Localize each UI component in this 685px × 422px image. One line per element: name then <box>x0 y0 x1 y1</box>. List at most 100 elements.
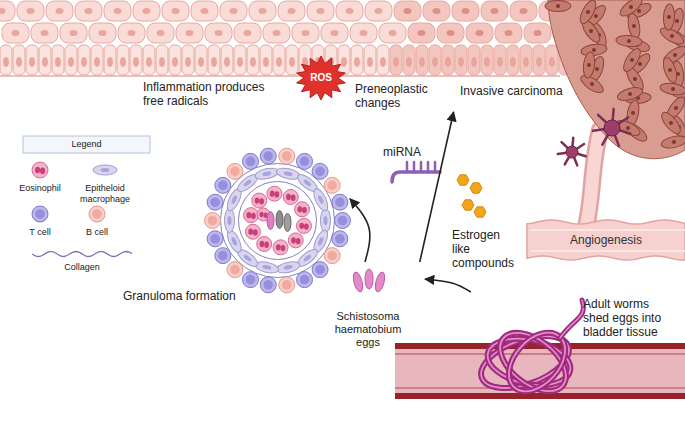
eosinophil-lobe <box>304 223 309 229</box>
tumor-mass <box>545 0 685 159</box>
cell-nucleus <box>406 57 412 67</box>
basal-cell <box>13 45 25 75</box>
tumor-cell <box>663 4 675 31</box>
t-cell-nucleus <box>315 167 325 177</box>
basal-cell <box>234 45 246 75</box>
epithelial-cell <box>205 23 232 43</box>
egg-drawing <box>352 269 387 293</box>
cell-nucleus <box>505 30 513 36</box>
t-cell-nucleus <box>315 265 325 275</box>
t-cell-nucleus <box>338 216 348 226</box>
eosinophil-lobe <box>276 244 281 250</box>
node-text: ROS <box>296 56 346 100</box>
tumor-nucleus <box>638 62 642 66</box>
tumor-vessel <box>585 130 600 232</box>
cell-nucleus <box>107 57 113 67</box>
cell-nucleus <box>172 8 180 14</box>
tumor-nucleus <box>629 5 633 9</box>
cell-nucleus <box>549 57 555 67</box>
tumor-nucleus <box>637 9 641 13</box>
epithelial-cell <box>394 1 421 21</box>
eosinophil-lobe <box>274 191 279 197</box>
epithelial-cell <box>452 1 479 21</box>
cell-body <box>566 146 578 158</box>
macrophage-body <box>225 228 244 254</box>
eosinophil-lobe <box>286 194 291 200</box>
cell-nucleus <box>0 8 6 14</box>
legend-title: Legend <box>23 137 150 152</box>
tumor-cell <box>616 85 644 103</box>
b-cell-nucleus <box>282 280 292 290</box>
t-cell-nucleus <box>335 234 345 244</box>
tumor-cell <box>620 46 643 74</box>
cell-nucleus <box>120 57 126 67</box>
basal-cell <box>78 45 90 75</box>
cell-nucleus <box>289 57 295 67</box>
cell-nucleus <box>68 57 74 67</box>
eosinophil-lobe <box>264 242 269 248</box>
t-cell-nucleus <box>210 197 220 207</box>
tumor-cell <box>545 1 571 12</box>
ros-burst <box>297 56 346 100</box>
basal-cell <box>481 45 493 75</box>
cell-nucleus <box>302 30 310 36</box>
epitheloid-macrophage <box>225 228 244 254</box>
macrophage-body <box>321 209 331 233</box>
tumor-cell <box>617 0 644 19</box>
macrophage-nucleus <box>230 236 238 246</box>
t-cell-nucleus <box>335 197 345 207</box>
epithelial-cell <box>118 23 145 43</box>
cell-nucleus <box>341 57 347 67</box>
basal-cell <box>286 45 298 75</box>
macrophage-body <box>254 260 280 275</box>
cell-nucleus <box>81 57 87 67</box>
eosinophil <box>288 233 303 248</box>
cell-nucleus <box>458 57 464 67</box>
eosinophil <box>273 240 288 255</box>
cell-nucleus <box>418 30 426 36</box>
epithelial-cell <box>249 1 276 21</box>
eosinophil-lobe <box>281 245 286 251</box>
epithelial-cell <box>104 1 131 21</box>
cell-nucleus <box>259 8 267 14</box>
basal-cell <box>455 45 467 75</box>
cell-nucleus <box>534 30 542 36</box>
cell-nucleus <box>29 57 35 67</box>
t-cell <box>335 213 351 229</box>
node-text: Granuloma formation <box>123 289 273 303</box>
cell-nucleus <box>273 30 281 36</box>
basal-cell <box>195 45 207 75</box>
cell-nucleus <box>185 57 191 67</box>
macrophage-body <box>225 209 235 233</box>
cell-nucleus <box>211 57 217 67</box>
epitheloid-macrophage <box>93 165 117 175</box>
cell-nucleus <box>237 57 243 67</box>
epithelial-cell <box>278 1 305 21</box>
eosinophil-lobe <box>259 212 263 217</box>
basal-cell <box>52 45 64 75</box>
collagen-ring <box>221 164 335 278</box>
cell-nucleus <box>497 57 503 67</box>
tumor-nucleus <box>589 29 593 33</box>
arrow-connector <box>420 112 454 262</box>
parasite-egg <box>365 269 373 289</box>
cell-nucleus <box>27 8 35 14</box>
tumor-cell <box>616 34 643 47</box>
basal-cell <box>104 45 116 75</box>
tumor-nucleus <box>667 15 671 19</box>
eosinophil-lobe <box>302 207 307 213</box>
t-cell-nucleus <box>246 157 256 167</box>
tumor-nucleus <box>668 68 672 72</box>
basal-cell <box>208 45 220 75</box>
eosinophil-lobe <box>299 223 304 229</box>
tumor-cell <box>659 109 684 136</box>
b-cell-nucleus <box>230 167 240 177</box>
epithelial-cell <box>524 23 551 43</box>
cell-nucleus <box>445 57 451 67</box>
t-cell <box>297 153 313 169</box>
b-cell <box>89 206 105 222</box>
t-cell-nucleus <box>35 209 45 219</box>
b-cell <box>205 213 221 229</box>
epithelial-cell <box>2 23 29 43</box>
cell-nucleus <box>360 30 368 36</box>
